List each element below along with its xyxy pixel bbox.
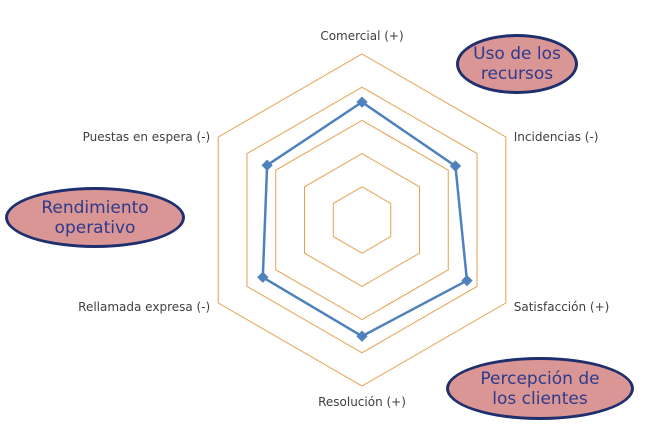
grid-ring xyxy=(303,153,421,287)
axis-label: Rellamada expresa (-) xyxy=(78,300,210,314)
bubble-percepcion-clientes: Percepción de los clientes xyxy=(446,357,634,420)
axis-label: Resolución (+) xyxy=(318,395,406,409)
bubble-uso-recursos: Uso de los recursos xyxy=(456,34,578,94)
axis-label: Satisfacción (+) xyxy=(514,300,610,314)
data-point xyxy=(261,159,273,171)
bubble-text: Percepción de los clientes xyxy=(480,368,600,409)
grid-ring xyxy=(217,53,507,387)
grid-ring xyxy=(275,119,449,321)
data-point xyxy=(257,271,269,283)
axis-label: Puestas en espera (-) xyxy=(83,130,211,144)
data-point xyxy=(449,160,462,172)
data-point xyxy=(356,330,368,342)
grid-ring xyxy=(246,86,478,354)
series-line xyxy=(261,100,469,338)
axis-label: Incidencias (-) xyxy=(514,130,599,144)
grid-ring xyxy=(332,186,392,254)
bubble-text: Rendimiento operativo xyxy=(41,197,149,238)
axis-label: Comercial (+) xyxy=(320,29,403,43)
data-point xyxy=(461,274,473,287)
bubble-text: Uso de los recursos xyxy=(473,44,561,84)
bubble-rendimiento-operativo: Rendimiento operativo xyxy=(5,187,185,248)
